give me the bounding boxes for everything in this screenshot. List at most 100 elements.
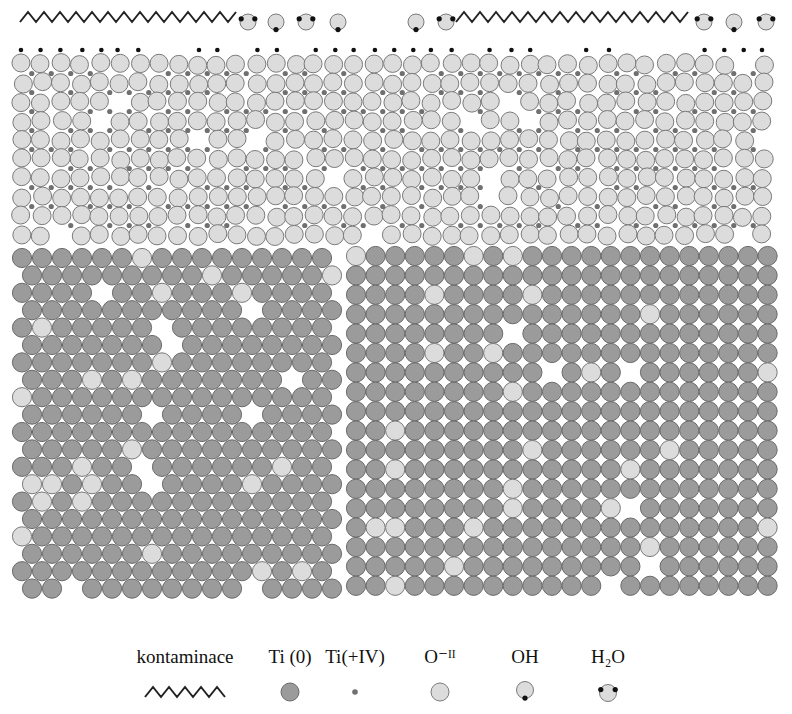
titanium-atom [444, 266, 463, 285]
titanium-atom [192, 527, 211, 546]
titanium-atom [444, 246, 463, 265]
titanium-atom [680, 382, 699, 401]
titanium-atom [660, 382, 679, 401]
titanium-atom [386, 324, 405, 343]
titanium-atom [640, 499, 659, 518]
titanium-ion [49, 204, 54, 209]
oxygen-ion [658, 206, 676, 224]
oxygen-ion [655, 226, 673, 244]
titanium-atom [152, 562, 171, 581]
titanium-atom [12, 457, 31, 476]
hydroxyl-hydrogen [351, 48, 356, 53]
titanium-atom [222, 405, 241, 424]
hydroxyl-hydrogen [702, 48, 707, 53]
oxygen-ion [715, 94, 733, 112]
titanium-ion [380, 128, 385, 133]
oxygen-ion [189, 227, 207, 245]
titanium-ion [244, 71, 249, 76]
oxygen-ion [52, 149, 70, 167]
oxygen-ion [753, 207, 771, 225]
oxygen-ion [481, 74, 499, 92]
oxygen-ion [714, 130, 732, 148]
titanium-ion [556, 109, 561, 114]
titanium-atom [405, 537, 424, 556]
oxygen-ion [637, 227, 655, 245]
oxygen-ion [246, 151, 264, 169]
titanium-atom [12, 283, 31, 302]
oxygen-ion [617, 132, 635, 150]
titanium-atom [72, 283, 91, 302]
oxygen-ion [443, 226, 461, 244]
titanium-atom [192, 353, 211, 372]
oxygen-ion [92, 54, 110, 72]
titanium-atom [523, 479, 542, 498]
oxygen-ion [12, 94, 30, 112]
titanium-ion [283, 109, 288, 114]
oxygen-ion [618, 150, 636, 168]
titanium-ion [536, 185, 541, 190]
oxygen-atom [621, 460, 640, 479]
titanium-atom [252, 353, 271, 372]
titanium-atom [312, 457, 331, 476]
titanium-atom [680, 557, 699, 576]
titanium-atom [172, 248, 191, 267]
titanium-atom [562, 499, 581, 518]
legend-label: Ti(+IV) [325, 646, 385, 669]
titanium-atom [132, 492, 151, 511]
titanium-atom [192, 457, 211, 476]
titanium-ion [185, 204, 190, 209]
titanium-ion [380, 109, 385, 114]
titanium-atom [484, 246, 503, 265]
titanium-atom [464, 324, 483, 343]
titanium-atom [405, 324, 424, 343]
oxygen-ion [558, 92, 576, 110]
titanium-atom [640, 382, 659, 401]
titanium-oxide-layer [12, 48, 774, 246]
oxygen-ion [599, 55, 617, 73]
oxygen-ion [599, 75, 617, 93]
titanium-atom [302, 509, 321, 528]
titanium-atom [680, 460, 699, 479]
hydrogen-atom [297, 16, 302, 21]
titanium-atom [62, 475, 81, 494]
oxygen-ion [638, 168, 656, 186]
titanium-atom [523, 460, 542, 479]
hydroxyl-hydrogen [136, 48, 141, 53]
titanium-atom [142, 266, 161, 285]
titanium-atom [542, 557, 561, 576]
titanium-atom [152, 422, 171, 441]
titanium-atom [182, 440, 201, 459]
legend-label: kontaminace [136, 646, 233, 669]
titanium-atom [660, 576, 679, 595]
oxygen-atom [142, 544, 161, 563]
titanium-ion [380, 147, 385, 152]
titanium-atom [202, 301, 221, 320]
oxygen-ion [266, 132, 284, 150]
titanium-atom [425, 479, 444, 498]
oxygen-ion [170, 75, 188, 93]
hydroxyl-hydrogen [80, 48, 85, 53]
oxygen-ion [110, 189, 128, 207]
titanium-atom [102, 509, 121, 528]
titanium-atom [758, 305, 777, 324]
titanium-atom [719, 479, 738, 498]
titanium-atom [464, 440, 483, 459]
titanium-ion [361, 223, 366, 228]
titanium-ion [731, 185, 736, 190]
titanium-atom [162, 405, 181, 424]
oxygen-atom [386, 518, 405, 537]
titanium-atom [312, 388, 331, 407]
titanium-atom [660, 266, 679, 285]
titanium-atom [222, 335, 241, 354]
titanium-ion [751, 71, 756, 76]
titanium-atom [232, 388, 251, 407]
oxygen-ion [461, 187, 479, 205]
oxygen-ion [344, 93, 362, 111]
titanium-atom [523, 499, 542, 518]
titanium-atom [102, 405, 121, 424]
oxygen-ion [579, 187, 597, 205]
titanium-ion [49, 185, 54, 190]
titanium-atom [484, 266, 503, 285]
oxygen-ion [755, 73, 773, 91]
oxygen-ion [148, 188, 166, 206]
